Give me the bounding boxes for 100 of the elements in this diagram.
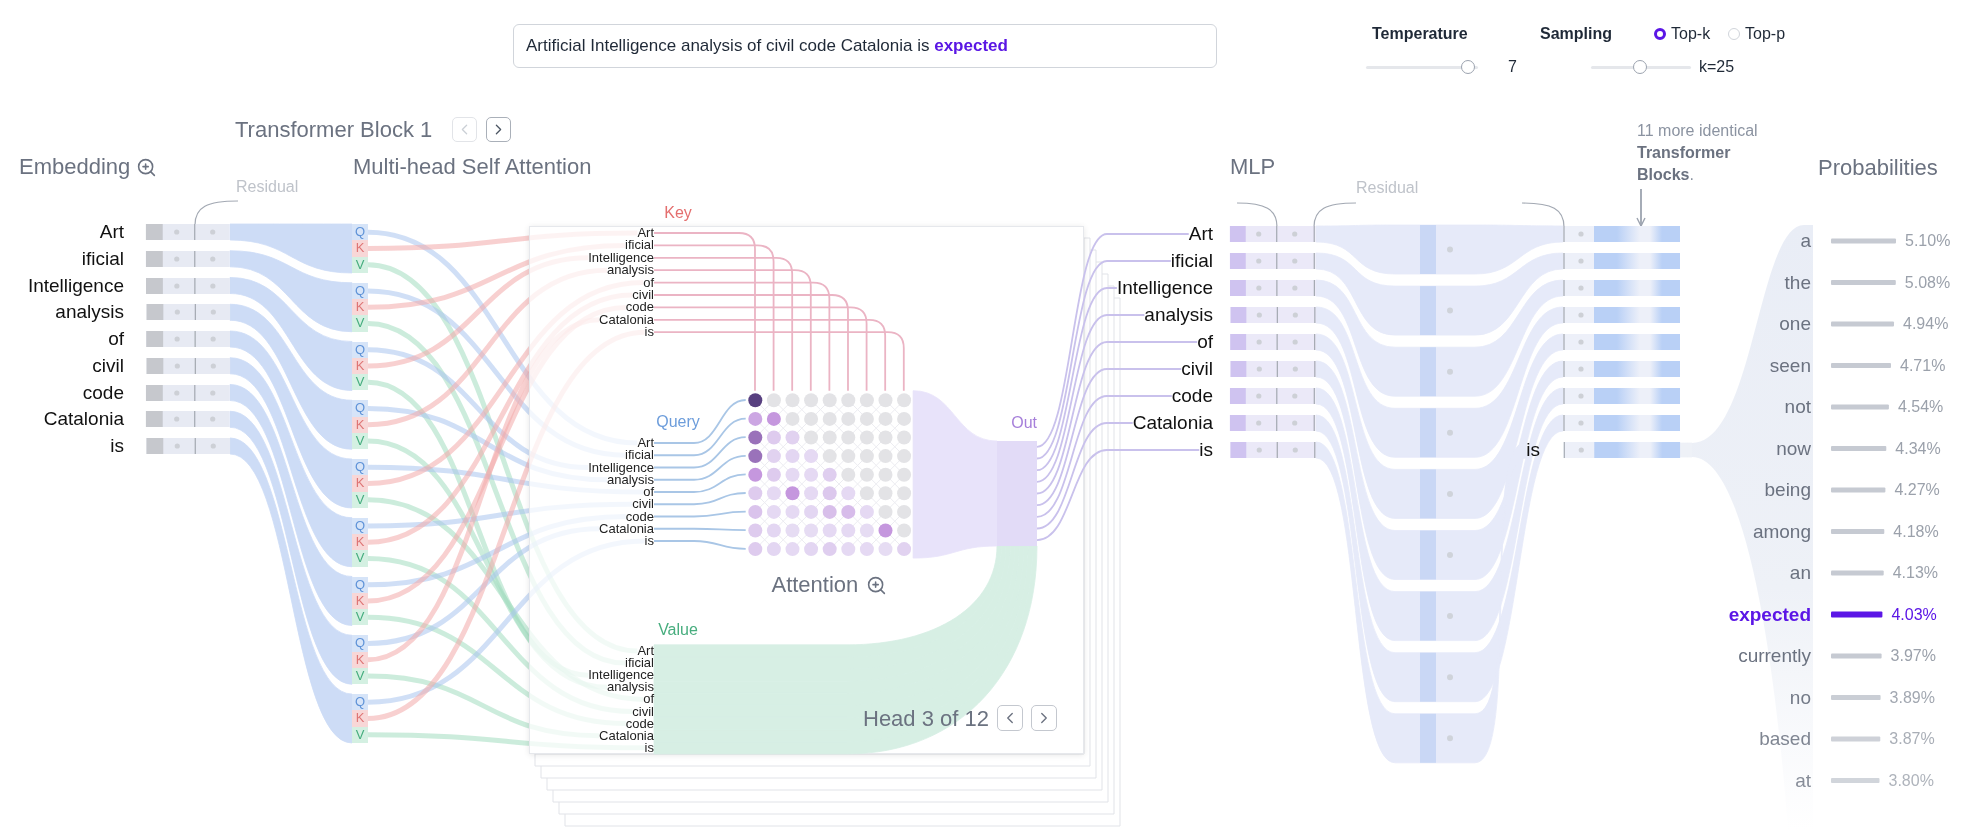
connector-line	[653, 244, 775, 392]
flow-ribbon	[1315, 387, 1564, 641]
token-label: Intelligence	[588, 461, 654, 474]
flow-ribbon	[1315, 224, 1564, 275]
key-letter: K	[352, 240, 368, 257]
flow-ribbon	[1315, 252, 1564, 336]
vector-title: Query	[656, 412, 700, 432]
flow-ribbon	[1315, 414, 1564, 703]
control-label: Sampling	[1540, 24, 1612, 44]
prompt-input: Artificial Intelligence analysis of civil code Catalonia is expected	[513, 24, 1217, 68]
query-letter: Q	[352, 517, 368, 535]
token-label: civil	[632, 498, 654, 511]
connector-line	[1036, 287, 1118, 472]
token-label: code	[1171, 386, 1213, 406]
token-label: civil	[632, 705, 654, 718]
connector-line	[1036, 449, 1201, 542]
flow-ribbon	[1315, 441, 1527, 764]
query-letter: Q	[352, 282, 368, 300]
token-label: Art	[637, 226, 654, 240]
token-label: Catalonia	[1132, 413, 1213, 433]
key-letter: K	[352, 534, 368, 551]
connector-line	[653, 232, 756, 392]
control-label: Temperature	[1372, 24, 1468, 44]
token-label: no	[1789, 685, 1811, 710]
vector-title: Out	[1010, 413, 1037, 433]
token-label: being	[1764, 478, 1811, 502]
token-label: Intelligence	[27, 275, 124, 296]
key-letter: K	[352, 299, 368, 316]
section-title: Transformer Block 1	[235, 116, 433, 144]
slider-value: 7	[1508, 57, 1517, 77]
token-label: of	[1197, 332, 1213, 352]
probability-value: 4.03%	[1891, 604, 1937, 625]
value-letter: V	[352, 550, 368, 567]
token-label: ificial	[81, 248, 124, 269]
token-label: the	[1784, 270, 1811, 295]
token-label: Intelligence	[588, 669, 654, 682]
token-label: is	[644, 534, 654, 548]
flow-ribbon	[229, 330, 353, 509]
matrix-title: Attention	[771, 572, 859, 599]
connector-line	[653, 473, 747, 493]
token-label: code	[82, 382, 124, 403]
vector-title: Value	[658, 620, 698, 640]
value-letter: V	[352, 374, 368, 391]
token-label: code	[625, 301, 654, 314]
token-label: civil	[92, 355, 124, 376]
connector-line	[1036, 395, 1173, 518]
flow-ribbon	[1315, 306, 1564, 458]
connector-line	[1036, 314, 1146, 483]
token-label: ificial	[625, 449, 654, 462]
token-label: Catalonia	[599, 729, 654, 742]
connector-line	[653, 436, 747, 469]
token-label: civil	[1181, 359, 1213, 379]
token-label: code	[625, 510, 654, 523]
arrow	[1636, 188, 1646, 227]
token-label: of	[108, 329, 124, 349]
query-letter: Q	[352, 576, 368, 593]
probability-value: 3.89%	[1889, 687, 1935, 708]
key-letter: K	[352, 710, 368, 727]
token-label: is	[644, 326, 654, 339]
token-label: Art	[637, 644, 654, 658]
connector-line	[653, 294, 849, 392]
probability-value: 4.71%	[1900, 355, 1946, 376]
probability-value: 4.54%	[1897, 397, 1944, 417]
token-label: a	[1800, 229, 1811, 253]
connector-line	[653, 331, 905, 392]
token-label: Intelligence	[1116, 278, 1213, 298]
flow-ribbon	[229, 223, 353, 274]
probability-value: 3.80%	[1888, 770, 1934, 791]
token-label: seen	[1769, 353, 1811, 378]
connector-line	[653, 417, 747, 457]
query-letter: Q	[352, 224, 368, 241]
vector-title: Key	[664, 203, 692, 223]
token-label: ificial	[625, 656, 654, 670]
probability-value: 4.13%	[1892, 563, 1939, 583]
token-label: Art	[99, 222, 124, 242]
radio-label: Top-k	[1671, 24, 1711, 44]
token-label: based	[1759, 727, 1811, 751]
probability-value: 4.34%	[1895, 438, 1941, 459]
token-label: is	[1199, 440, 1213, 460]
probability-value: 5.08%	[1904, 272, 1951, 293]
probability-value: 3.97%	[1890, 646, 1936, 666]
head-counter: Head 3 of 12	[863, 706, 989, 732]
connector-line	[1036, 422, 1134, 530]
connector-line	[653, 454, 747, 481]
residual-label: Residual	[1356, 178, 1419, 198]
flow-ribbon	[912, 390, 998, 559]
query-letter: Q	[352, 635, 368, 652]
token-label: Catalonia	[599, 313, 654, 326]
residual-label: Residual	[236, 177, 299, 197]
token-label: of	[643, 485, 654, 499]
connector-line	[1036, 260, 1172, 460]
token-label: Intelligence	[588, 251, 654, 264]
connector-line	[653, 492, 747, 506]
token-label: an	[1789, 561, 1811, 585]
connector-line	[653, 256, 794, 392]
query-letter: Q	[352, 400, 368, 417]
section-title: Embedding	[19, 153, 131, 181]
token-label: at	[1795, 768, 1811, 793]
probability-value: 5.10%	[1905, 231, 1951, 251]
flow-ribbon	[229, 250, 353, 333]
